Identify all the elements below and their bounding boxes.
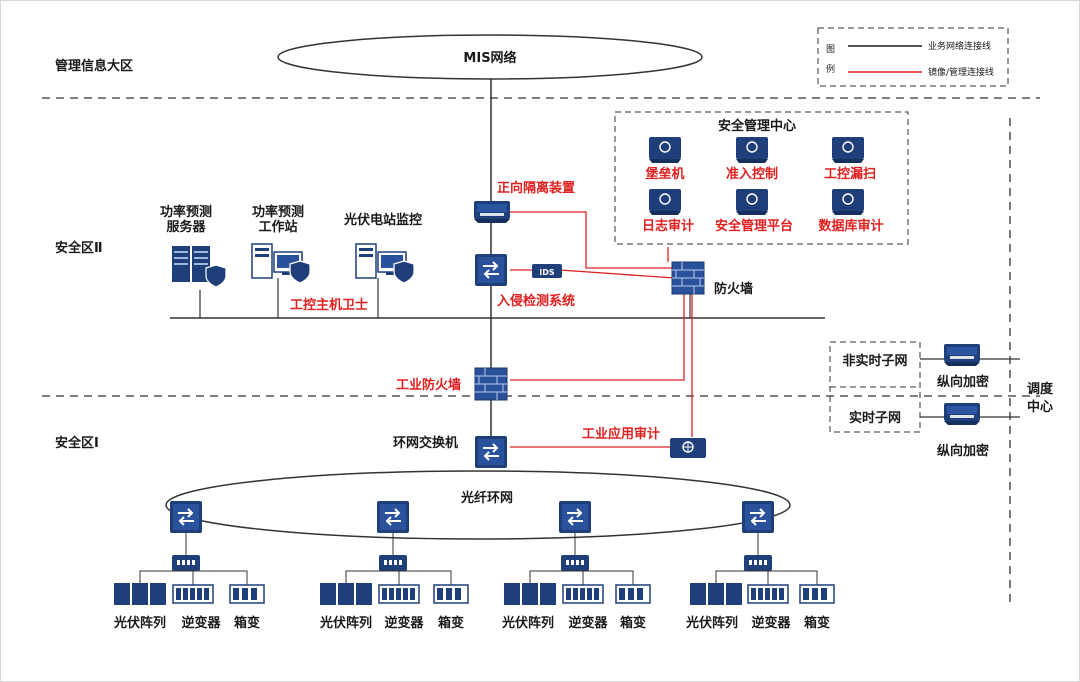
box-transformer-label: 箱变 (438, 615, 464, 631)
mis-network-ellipse (277, 34, 703, 80)
box-transformer-label: 箱变 (234, 615, 260, 631)
industrial-firewall-icon (474, 367, 508, 401)
sc-item-access: 准入控制 (726, 166, 778, 182)
box-transformer-label: 箱变 (804, 615, 830, 631)
legend-business-label: 业务网络连接线 (928, 40, 991, 52)
access-control-icon (735, 136, 769, 164)
industrial-firewall-label: 工业防火墙 (396, 377, 461, 393)
ids-device: IDS (532, 264, 562, 278)
industrial-audit-device (670, 438, 706, 458)
legend-title-1: 图 (826, 44, 835, 55)
security-platform-icon (735, 188, 769, 216)
vertical-encryption-label-2: 纵向加密 (937, 443, 989, 459)
mirror-lines (510, 211, 693, 448)
sc-item-platform: 安全管理平台 (715, 218, 793, 234)
inverter-icon (562, 584, 604, 604)
inverter-label: 逆变器 (568, 615, 608, 631)
fiber-ring-label: 光纤环网 (460, 490, 513, 506)
sc-item-logaudit: 日志审计 (642, 218, 694, 234)
zone2-switch-icon (474, 253, 508, 287)
pv-array-icon (504, 583, 556, 605)
field-group-3: 光伏阵列 逆变器 箱变 (501, 500, 651, 631)
power-ws-label-2: 工作站 (258, 219, 297, 235)
vertical-encryption-label-1: 纵向加密 (937, 374, 989, 390)
power-ws-label-1: 功率预测 (252, 204, 304, 220)
box-transformer-icon (799, 584, 835, 604)
vertical-encryption-icon (944, 344, 980, 366)
mis-network-label: MIS网络 (463, 50, 516, 66)
box-transformer-icon (615, 584, 651, 604)
db-audit-icon (831, 188, 865, 216)
pv-array-icon (114, 583, 166, 605)
pv-array-label: 光伏阵列 (685, 615, 738, 631)
pv-monitor-label: 光伏电站监控 (343, 212, 422, 228)
ring-switch-label: 环网交换机 (393, 435, 458, 451)
firewall-label: 防火墙 (714, 281, 753, 297)
industrial-audit-label: 工业应用审计 (582, 426, 660, 442)
ids-system-label: 入侵检测系统 (497, 293, 575, 309)
legend-title-2: 例 (826, 63, 835, 75)
zone-label-2: 安全区Ⅱ (55, 240, 103, 256)
ring-switch-icon (474, 435, 508, 469)
box-transformer-label: 箱变 (620, 615, 646, 631)
power-server-label-2: 服务器 (166, 219, 206, 235)
pv-array-label: 光伏阵列 (501, 615, 554, 631)
forward-isolation-label: 正向隔离装置 (497, 180, 575, 196)
zone-label-mis: 管理信息大区 (55, 58, 133, 74)
firewall-icon (671, 261, 705, 295)
security-center-box (614, 111, 909, 245)
pv-array-icon (320, 583, 372, 605)
pv-array-label: 光伏阵列 (113, 615, 166, 631)
pv-monitor-icon (355, 243, 415, 284)
inverter-icon (747, 584, 789, 604)
sc-item-bastion: 堡垒机 (645, 166, 684, 182)
pv-array-icon (690, 583, 742, 605)
log-audit-icon (648, 188, 682, 216)
inverter-icon (378, 584, 420, 604)
legend-mirror-label: 镜像/管理连接线 (928, 66, 994, 78)
zone-label-1: 安全区Ⅰ (55, 435, 99, 451)
inverter-label: 逆变器 (751, 615, 791, 631)
power-workstation-icon (251, 243, 311, 284)
vuln-scan-icon (831, 136, 865, 164)
non-realtime-subnet-label: 非实时子网 (842, 353, 907, 369)
vertical-encryption-icon (944, 403, 980, 425)
field-group-2: 光伏阵列 逆变器 箱变 (319, 500, 469, 631)
box-transformer-icon (229, 584, 265, 604)
field-group-4: 光伏阵列 逆变器 箱变 (685, 500, 835, 631)
host-guard-label: 工控主机卫士 (290, 297, 368, 313)
fiber-ring-ellipse (165, 470, 791, 540)
power-server-label-1: 功率预测 (160, 204, 212, 220)
field-group-1: 光伏阵列 逆变器 箱变 (113, 500, 265, 631)
realtime-subnet-label: 实时子网 (849, 410, 901, 426)
legend-box (817, 27, 1009, 87)
bastion-host-icon (648, 136, 682, 164)
dispatch-center-label-1: 调度 (1027, 381, 1054, 397)
sc-item-dbaudit: 数据库审计 (818, 218, 883, 234)
dispatch-center-label-2: 中心 (1027, 399, 1053, 415)
sc-item-vulnscan: 工控漏扫 (824, 166, 876, 182)
inverter-label: 逆变器 (384, 615, 424, 631)
inverter-label: 逆变器 (181, 615, 221, 631)
power-server-icon (171, 245, 227, 288)
ids-label: IDS (539, 268, 555, 277)
inverter-icon (172, 584, 214, 604)
security-center-title: 安全管理中心 (718, 118, 796, 134)
forward-isolation-icon (474, 201, 510, 223)
pv-array-label: 光伏阵列 (319, 615, 372, 631)
box-transformer-icon (433, 584, 469, 604)
